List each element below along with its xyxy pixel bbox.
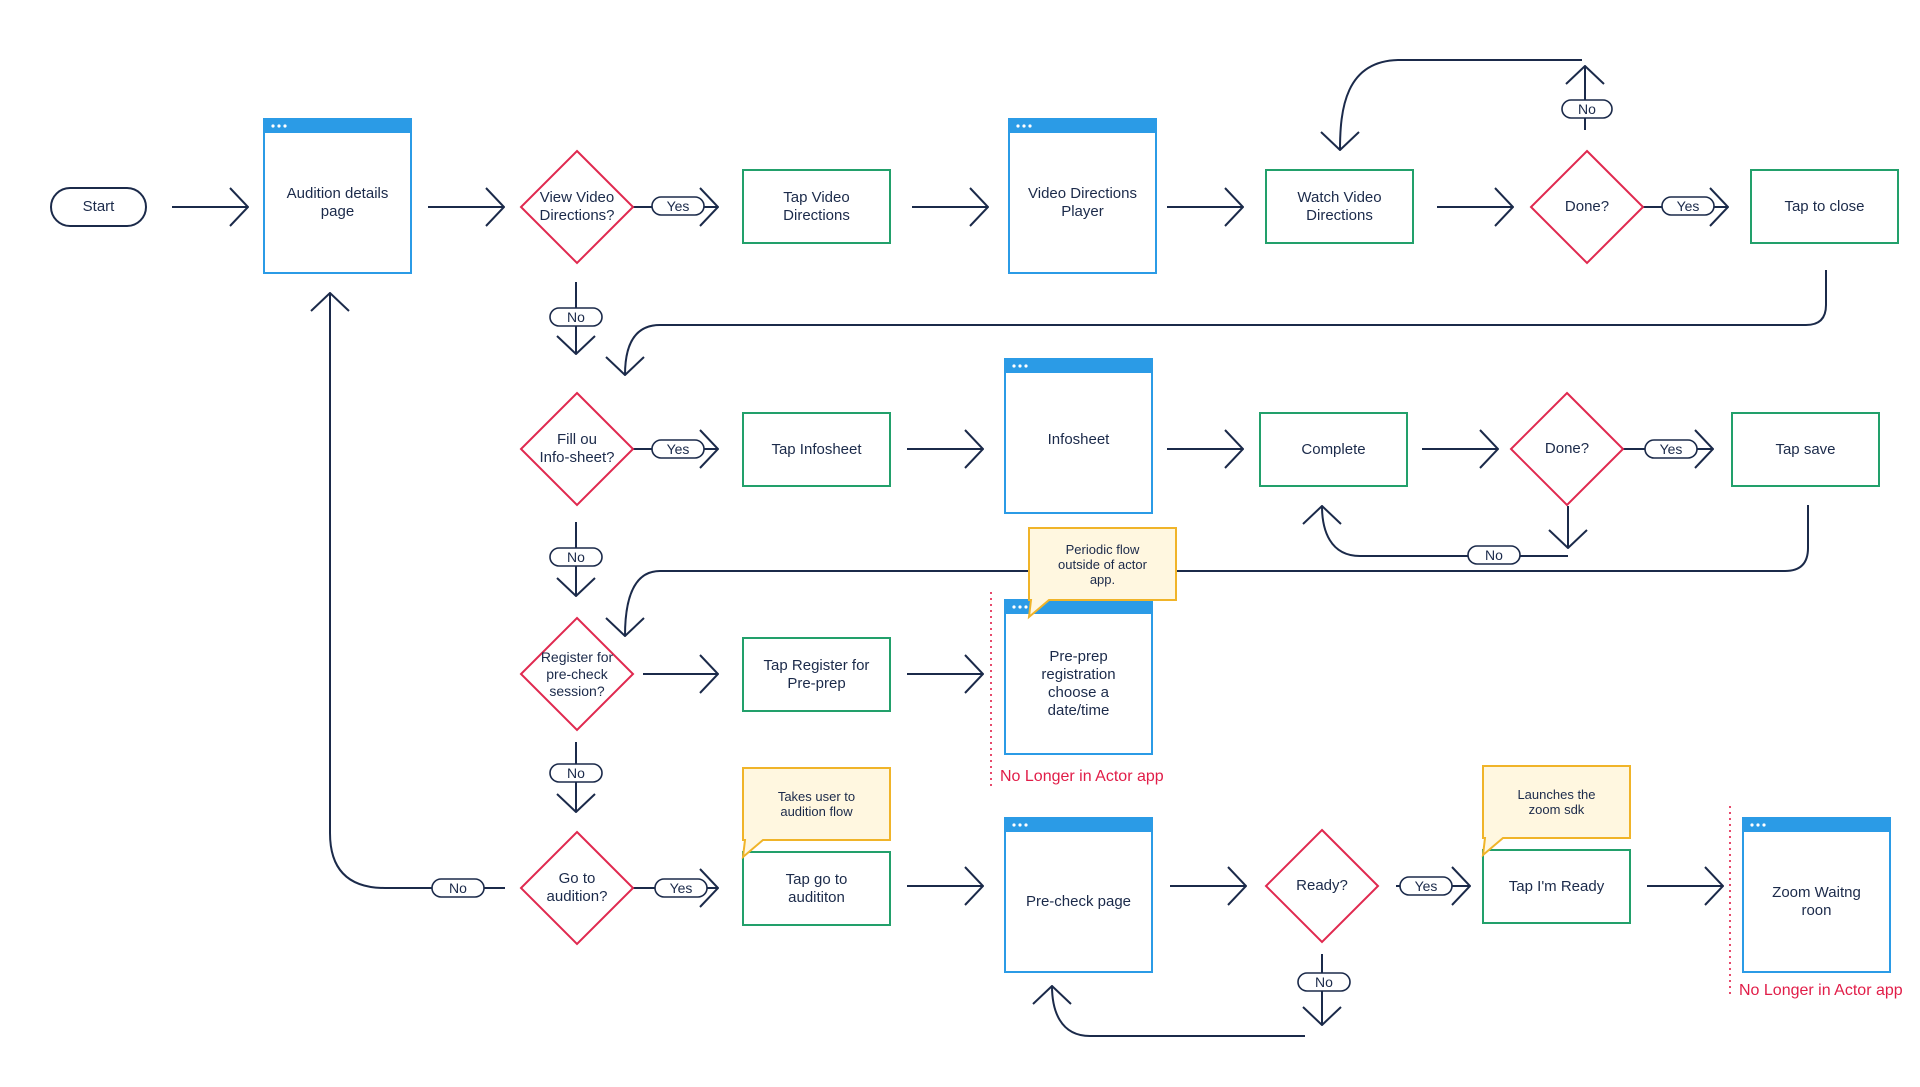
- start-label: Start: [82, 198, 115, 215]
- infosheet-label: Infosheet: [1047, 431, 1110, 448]
- screen-audition-details: [263, 118, 412, 274]
- start-terminal: [50, 187, 147, 227]
- window-dots-icon: [1012, 605, 1028, 609]
- screen-preprep: [1004, 599, 1153, 755]
- decision-done-info: [1509, 391, 1625, 507]
- action-tap-go: [742, 851, 891, 926]
- action-tap-register: [742, 637, 891, 712]
- window-dots-icon: [271, 124, 287, 128]
- action-tap-save: [1731, 412, 1880, 487]
- action-tap-close: [1750, 169, 1899, 244]
- tap-register-label: Tap Register for Pre-prep: [763, 656, 870, 692]
- edge-close-to-fill: [625, 270, 1827, 375]
- action-tap-infosheet: [742, 412, 891, 487]
- no-label-register: No: [567, 765, 585, 781]
- no-longer-in-app-note-2: No Longer in Actor app: [1739, 982, 1903, 999]
- screen-precheck: [1004, 817, 1153, 973]
- tap-infosheet-label: Tap Infosheet: [771, 440, 862, 458]
- done-info-question: Done?: [1544, 440, 1590, 457]
- preprep-label: Pre-prep registration choose a date/time: [1041, 648, 1116, 719]
- complete-label: Complete: [1301, 440, 1366, 458]
- connectors: [172, 59, 1827, 1037]
- decision-go-audition: [519, 830, 635, 946]
- edge-loop-back-complete: [1322, 506, 1568, 557]
- view-video-question: View Video Directions?: [539, 189, 615, 224]
- yes-label-done-info: Yes: [1659, 441, 1683, 457]
- done-video-question: Done?: [1564, 198, 1610, 215]
- note-takes-user-text: Takes user to audition flow: [777, 789, 856, 819]
- no-label-go: No: [449, 880, 467, 896]
- decision-done-video: [1529, 149, 1645, 265]
- no-label-ready: No: [1315, 974, 1333, 990]
- no-label-view: No: [567, 309, 585, 325]
- tap-ready-label: Tap I'm Ready: [1508, 877, 1605, 895]
- window-dots-icon: [1016, 124, 1032, 128]
- tap-save-label: Tap save: [1775, 440, 1836, 458]
- window-dots-icon: [1750, 823, 1766, 827]
- action-complete: [1259, 412, 1408, 487]
- audition-details-label: Audition details page: [286, 185, 389, 220]
- tap-go-label: Tap go to audititon: [785, 870, 848, 906]
- screen-infosheet: [1004, 358, 1153, 514]
- note-launches-zoom-text: Launches the zoom sdk: [1517, 787, 1596, 817]
- edge-loop-back-precheck: [1052, 986, 1305, 1037]
- screen-video-player: [1008, 118, 1157, 274]
- zoom-room-label: Zoom Waitng roon: [1772, 884, 1861, 919]
- note-launches-zoom: [1481, 765, 1631, 858]
- window-dots-icon: [1012, 823, 1028, 827]
- watch-video-label: Watch Video Directions: [1297, 188, 1382, 224]
- decision-register: [519, 616, 635, 732]
- fill-info-question: Fill ou Info-sheet?: [539, 431, 615, 466]
- note-takes-user: [741, 767, 891, 860]
- no-longer-in-app-note-1: No Longer in Actor app: [1000, 768, 1164, 785]
- tap-video-label: Tap Video Directions: [783, 188, 850, 224]
- precheck-label: Pre-check page: [1025, 893, 1132, 910]
- note-periodic-flow: [1027, 527, 1177, 620]
- note-periodic-flow-text: Periodic flow outside of actor app.: [1058, 541, 1147, 587]
- no-label-done-info: No: [1485, 547, 1503, 563]
- yes-label-go: Yes: [669, 880, 693, 896]
- decision-view-video: [519, 149, 635, 265]
- window-dots-icon: [1012, 364, 1028, 368]
- edge-save-to-register: [625, 505, 1809, 636]
- decision-fill-info: [519, 391, 635, 507]
- yes-label-done-video: Yes: [1676, 198, 1700, 214]
- yes-label-fill: Yes: [666, 441, 690, 457]
- edge-go-no-back: [330, 293, 505, 889]
- decision-ready: [1264, 828, 1380, 944]
- edge-loop-back-watch: [1340, 59, 1582, 150]
- screen-zoom-room: [1742, 817, 1891, 973]
- tap-close-label: Tap to close: [1784, 197, 1865, 215]
- yes-label-view: Yes: [666, 198, 690, 214]
- ready-question: Ready?: [1296, 877, 1348, 894]
- no-label-fill: No: [567, 549, 585, 565]
- no-label-done-video: No: [1578, 101, 1596, 117]
- action-tap-video: [742, 169, 891, 244]
- action-watch-video: [1265, 169, 1414, 244]
- video-player-label: Video Directions Player: [1028, 185, 1137, 220]
- go-audition-question: Go to audition?: [546, 870, 608, 905]
- register-question: Register for pre-check session?: [540, 648, 614, 699]
- yes-label-ready: Yes: [1414, 878, 1438, 894]
- edge-label-pills: [431, 99, 1715, 992]
- action-tap-ready: [1482, 849, 1631, 924]
